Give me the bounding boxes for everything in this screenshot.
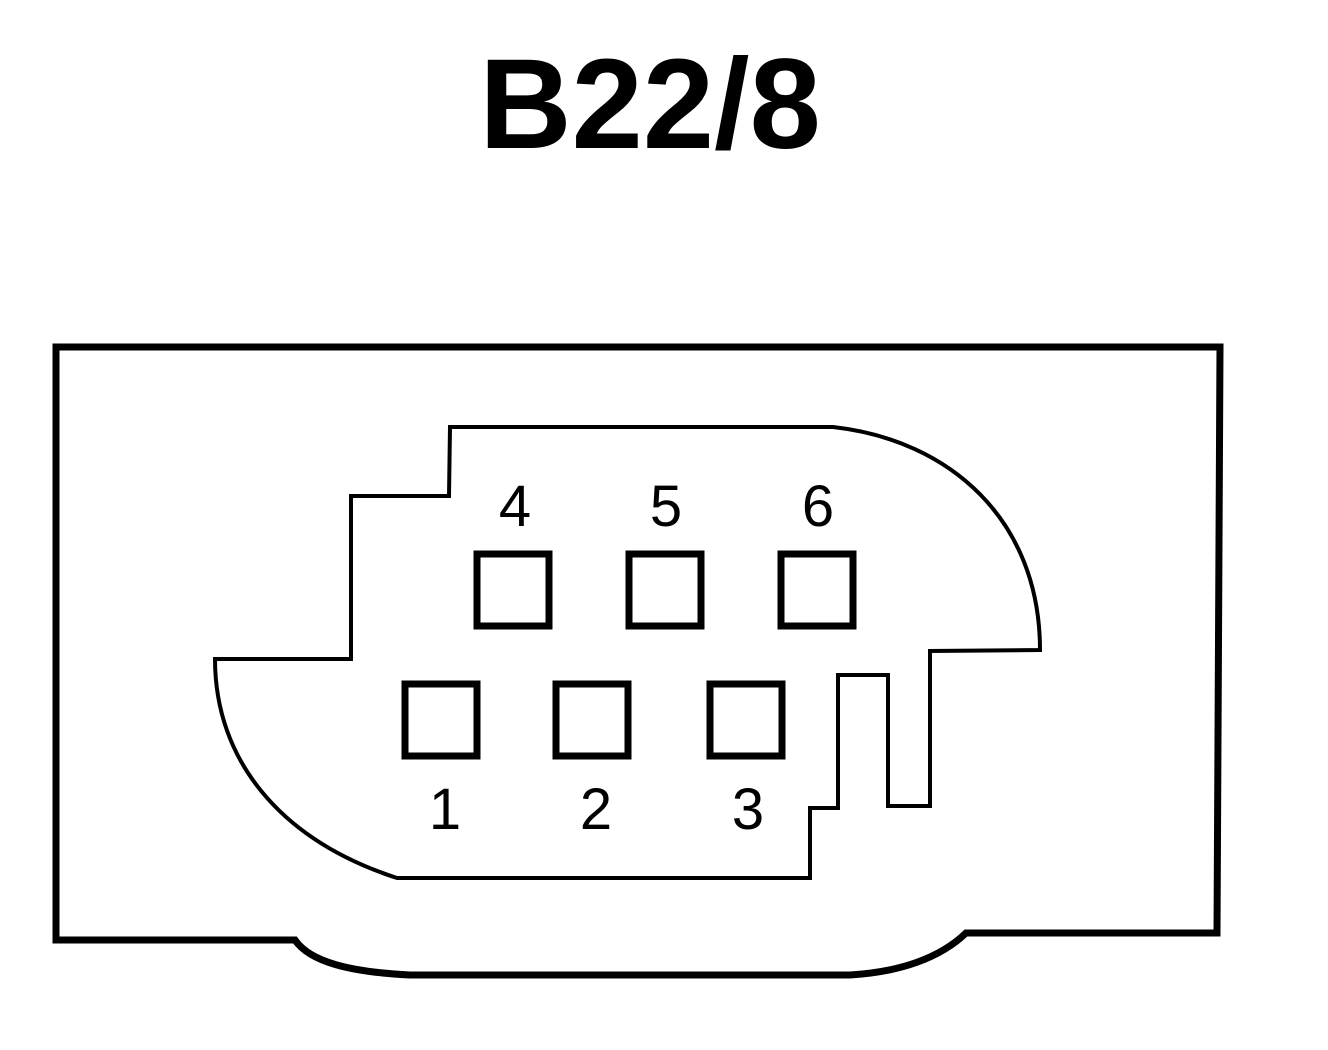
pin-1-label: 1: [429, 777, 461, 842]
pin-5-label: 5: [650, 474, 682, 539]
pin-4-contact: [473, 550, 553, 630]
pin-6-contact: [777, 550, 857, 630]
connector-title: B22/8: [479, 33, 821, 176]
pin-3-label: 3: [732, 777, 764, 842]
pin-2-contact: [552, 680, 632, 760]
pin-5-contact: [625, 550, 705, 630]
connector-face-outline: [212, 425, 1043, 880]
pin-4-label: 4: [499, 474, 531, 539]
pin-1-contact: [401, 680, 481, 760]
pin-2-label: 2: [580, 777, 612, 842]
pin-6-label: 6: [802, 474, 834, 539]
connector-housing-outline: [52, 343, 1224, 979]
pin-3-contact: [706, 680, 786, 760]
